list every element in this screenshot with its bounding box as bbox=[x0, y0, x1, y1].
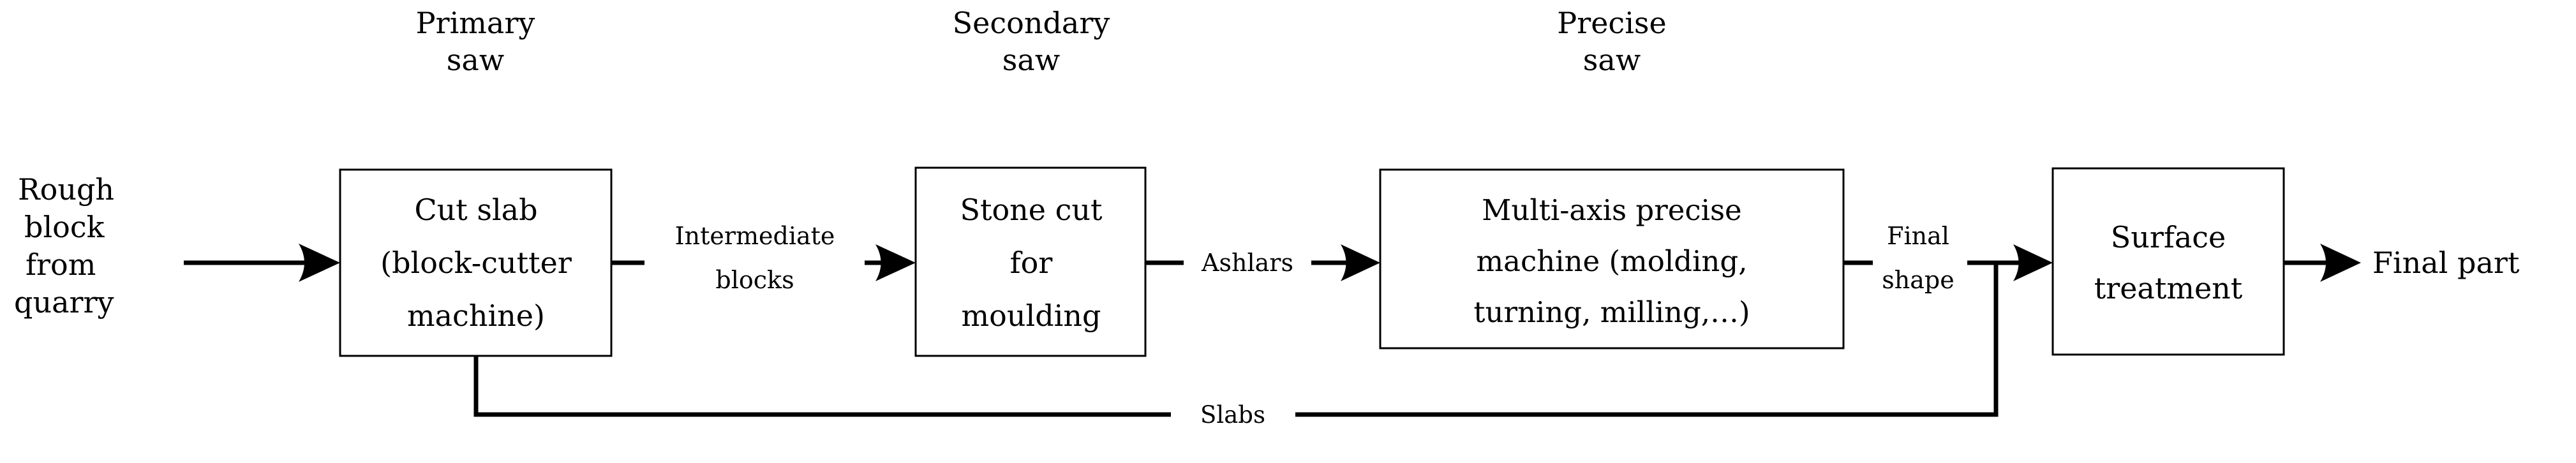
node-cut-slab-line1: Cut slab bbox=[414, 193, 537, 227]
stage-header-secondary-saw-line1: Secondary bbox=[953, 6, 1110, 40]
stage-header-secondary-saw: Secondary saw bbox=[953, 6, 1110, 77]
stage-header-primary-saw: Primary saw bbox=[416, 6, 535, 77]
arrow-input-to-cut-slab bbox=[184, 244, 340, 282]
node-surface-treatment[interactable]: Surface treatment bbox=[2051, 167, 2285, 356]
stage-header-precise-saw-line2: saw bbox=[1583, 43, 1641, 77]
node-stone-cut[interactable]: Stone cut for moulding bbox=[914, 166, 1147, 357]
node-cut-slab-line2: (block-cutter bbox=[380, 246, 572, 280]
node-precise-machine-box[interactable] bbox=[1379, 168, 1845, 349]
node-cut-slab[interactable]: Cut slab (block-cutter machine) bbox=[339, 168, 613, 357]
node-stone-cut-line2: for bbox=[1010, 246, 1053, 280]
stage-header-precise-saw: Precise saw bbox=[1557, 6, 1666, 77]
node-stone-cut-line1: Stone cut bbox=[960, 193, 1103, 227]
edge-final-shape: Final shape bbox=[1843, 222, 2053, 294]
output-label-final-part: Final part bbox=[2372, 246, 2520, 280]
input-label-line2: block bbox=[24, 210, 105, 244]
node-cut-slab-line3: machine) bbox=[407, 298, 545, 333]
node-surface-treatment-line2: treatment bbox=[2094, 271, 2243, 305]
edge-intermediate-blocks-label-line1: Intermediate bbox=[675, 222, 835, 250]
node-precise-machine-line1: Multi-axis precise bbox=[1482, 193, 1741, 227]
node-precise-machine-line3: turning, milling,…) bbox=[1473, 295, 1750, 329]
edge-final-shape-label-line1: Final bbox=[1887, 222, 1949, 250]
node-stone-cut-line3: moulding bbox=[962, 298, 1101, 333]
input-label-rough-block: Rough block from quarry bbox=[14, 172, 114, 320]
input-label-line3: from bbox=[26, 247, 96, 282]
node-precise-machine[interactable]: Multi-axis precise machine (molding, tur… bbox=[1379, 168, 1845, 349]
stage-header-precise-saw-line1: Precise bbox=[1557, 6, 1666, 40]
stage-header-primary-saw-line1: Primary bbox=[416, 6, 535, 40]
edge-intermediate-blocks-label-line2: blocks bbox=[715, 266, 794, 294]
edge-ashlars-label: Ashlars bbox=[1201, 249, 1293, 277]
input-label-line4: quarry bbox=[14, 285, 114, 320]
stage-header-primary-saw-line2: saw bbox=[447, 43, 504, 77]
edge-slabs: Slabs bbox=[473, 263, 1999, 429]
edge-ashlars: Ashlars bbox=[1145, 244, 1380, 281]
input-label-line1: Rough bbox=[18, 172, 114, 207]
stage-header-secondary-saw-line2: saw bbox=[1002, 43, 1060, 77]
edge-intermediate-blocks: Intermediate blocks bbox=[611, 222, 916, 294]
edge-slabs-label: Slabs bbox=[1200, 401, 1265, 429]
arrow-surface-treatment-to-output bbox=[2284, 244, 2361, 282]
node-stone-cut-box[interactable] bbox=[914, 166, 1147, 357]
node-surface-treatment-box[interactable] bbox=[2051, 167, 2285, 356]
edge-final-shape-label-line2: shape bbox=[1882, 266, 1954, 294]
node-surface-treatment-line1: Surface bbox=[2111, 220, 2226, 254]
node-precise-machine-line2: machine (molding, bbox=[1477, 244, 1748, 278]
